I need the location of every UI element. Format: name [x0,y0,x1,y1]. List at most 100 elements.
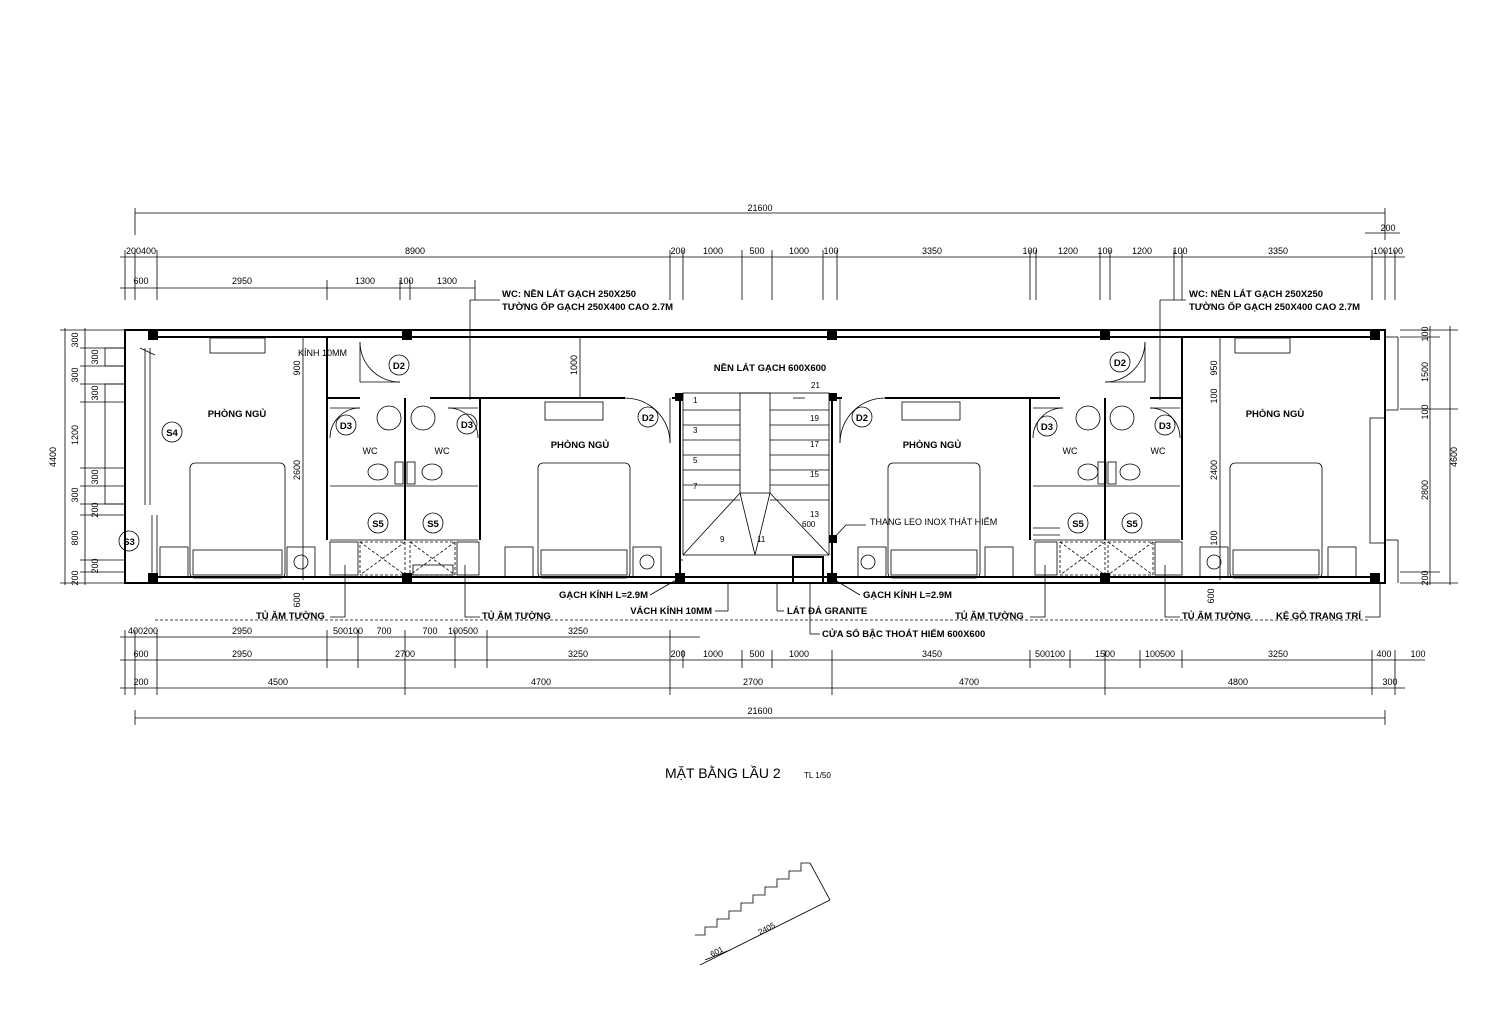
svg-text:950: 950 [1209,360,1219,375]
stair-section-sketch [695,862,831,966]
svg-text:1200: 1200 [1058,246,1078,256]
tag-d3: D3 [1041,422,1053,433]
tag-s5: S5 [1126,519,1138,530]
svg-text:100500: 100500 [1145,649,1175,659]
svg-text:1000: 1000 [703,649,723,659]
wardrobes [155,541,1370,621]
svg-text:1200: 1200 [70,425,80,445]
svg-text:4700: 4700 [531,677,551,687]
svg-text:2950: 2950 [232,276,252,286]
svg-text:500100: 500100 [1035,649,1065,659]
right-dimension-lines [1400,326,1458,585]
stair-section-2405: 2405 [757,920,777,936]
svg-text:100: 100 [1410,649,1425,659]
svg-text:3250: 3250 [568,626,588,636]
svg-text:400: 400 [1376,649,1391,659]
glass-wall-note: VÁCH KÍNH 10MM [630,606,712,617]
wc-label: WC [435,446,450,456]
corridor-floor-note: NỀN LÁT GẠCH 600X600 [714,363,826,374]
svg-text:900: 900 [292,360,302,375]
shelf-note: KỆ GỖ TRANG TRÍ [1276,610,1361,622]
svg-text:1: 1 [693,396,698,405]
wardrobe-note-1: TỦ ÂM TƯỜNG [256,610,325,622]
tag-d2: D2 [856,413,868,424]
wardrobe-note-2: TỦ ÂM TƯỜNG [482,610,551,622]
svg-text:2700: 2700 [743,677,763,687]
svg-text:1000: 1000 [569,355,579,375]
wc-label: WC [1063,446,1078,456]
svg-text:100: 100 [1420,404,1430,419]
svg-text:1500: 1500 [1095,649,1115,659]
svg-text:500100: 500100 [333,626,363,636]
svg-text:1300: 1300 [437,276,457,286]
room-label-2: PHÒNG NGỦ [551,439,610,451]
bottom3-dims: 200 4500 4700 2700 4700 4800 300 [133,677,1397,687]
svg-text:300: 300 [1382,677,1397,687]
dim-total-bottom: 21600 [747,706,772,716]
svg-text:1300: 1300 [355,276,375,286]
room-label-4: PHÒNG NGỦ [1246,408,1305,420]
glass-brick-right: GẠCH KÍNH L=2.9M [863,590,952,601]
svg-text:100100: 100100 [1373,246,1403,256]
wc-fixtures [367,405,1141,485]
svg-text:100: 100 [1209,530,1219,545]
svg-text:1500: 1500 [1420,362,1430,382]
tag-d3: D3 [340,421,352,432]
wardrobe-note-4: TỦ ÂM TƯỜNG [1182,610,1251,622]
tag-s5: S5 [427,519,439,530]
svg-text:2400: 2400 [1209,460,1219,480]
tag-d3: D3 [461,420,473,431]
svg-text:3: 3 [693,426,698,435]
room-label-3: PHÒNG NGỦ [903,439,962,451]
tag-d3: D3 [1159,421,1171,432]
inner-dims: 900 1000 2600 950 100 2400 100 600 600 [292,337,1221,608]
right-dims: 100 1500 100 2800 200 4600 [1420,326,1459,585]
svg-text:300: 300 [70,367,80,382]
svg-text:200: 200 [133,677,148,687]
top-dimension-ticks [124,250,1396,300]
svg-text:4800: 4800 [1228,677,1248,687]
svg-text:13: 13 [810,510,819,519]
svg-text:1000: 1000 [703,246,723,256]
svg-text:2700: 2700 [395,649,415,659]
wc-label: WC [1151,446,1166,456]
svg-text:2800: 2800 [1420,480,1430,500]
ladder-note: THANG LEO INOX THÁT HIỂM [870,516,997,527]
drawing-scale: TL 1/50 [804,771,831,780]
svg-text:400200: 400200 [128,626,158,636]
svg-text:5: 5 [693,456,698,465]
top-row3-dims: 600 2950 1300 100 1300 [133,276,457,286]
wc-note-right-1: WC: NỀN LÁT GẠCH 250X250 [1189,289,1323,300]
svg-text:2950: 2950 [232,649,252,659]
svg-text:3350: 3350 [1268,246,1288,256]
escape-window-note: CỬA SỔ BẬC THOÁT HIỂM 600X600 [822,628,985,640]
svg-text:3250: 3250 [568,649,588,659]
svg-text:3250: 3250 [1268,649,1288,659]
bed-room-4 [1199,337,1386,579]
svg-text:200: 200 [670,649,685,659]
tag-d2: D2 [1114,358,1126,369]
svg-text:11: 11 [757,535,766,544]
svg-text:200: 200 [90,502,100,517]
room-label-1: PHÒNG NGỦ [208,408,267,420]
svg-text:500: 500 [749,246,764,256]
stair [680,392,830,584]
bottom-dimension-lines [120,636,1425,725]
svg-text:100: 100 [398,276,413,286]
doors [329,341,1181,444]
wc-partitions [330,485,1180,541]
svg-text:200: 200 [1420,570,1430,585]
stair-600-dim: 600 [802,520,816,529]
dim-top-right: 200 [1380,223,1395,233]
svg-text:1000: 1000 [789,649,809,659]
svg-text:700: 700 [422,626,437,636]
kinh-10mm-label: KÍNH 10MM [298,348,347,358]
svg-text:200: 200 [670,246,685,256]
wc-note-right-2: TƯỜNG ỐP GẠCH 250X400 CAO 2.7M [1189,301,1360,313]
interior-walls [326,337,1183,577]
door-tags: D2 D2 D2 D2 D3 D3 D3 D3 S4 S3 S5 S5 S5 S… [118,351,1176,552]
svg-text:100: 100 [1172,246,1187,256]
svg-text:200400: 200400 [126,246,156,256]
svg-text:800: 800 [70,530,80,545]
